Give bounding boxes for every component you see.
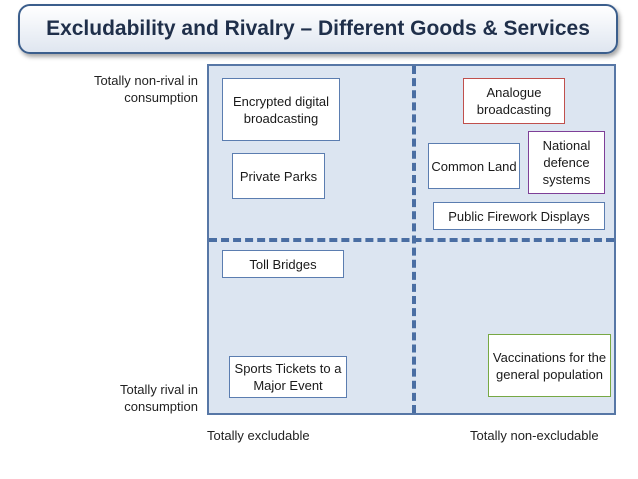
diagram-title: Excludability and Rivalry – Different Go… xyxy=(18,4,618,54)
good-national-defence-systems: National defence systems xyxy=(528,131,605,194)
good-private-parks: Private Parks xyxy=(232,153,325,199)
good-sports-tickets: Sports Tickets to a Major Event xyxy=(229,356,347,398)
good-encrypted-digital-broadcasting: Encrypted digital broadcasting xyxy=(222,78,340,141)
good-public-firework-displays: Public Firework Displays xyxy=(433,202,605,230)
y-axis-bottom-label: Totally rival in consumption xyxy=(119,382,198,414)
y-axis-top-label: Totally non-rival in consumption xyxy=(93,73,198,105)
good-analogue-broadcasting: Analogue broadcasting xyxy=(463,78,565,124)
good-vaccinations: Vaccinations for the general population xyxy=(488,334,611,397)
good-toll-bridges: Toll Bridges xyxy=(222,250,344,278)
good-common-land: Common Land xyxy=(428,143,520,189)
x-axis-right-label: Totally non-excludable xyxy=(470,428,599,443)
x-axis-left-label: Totally excludable xyxy=(207,428,310,443)
horizontal-divider xyxy=(209,238,614,242)
